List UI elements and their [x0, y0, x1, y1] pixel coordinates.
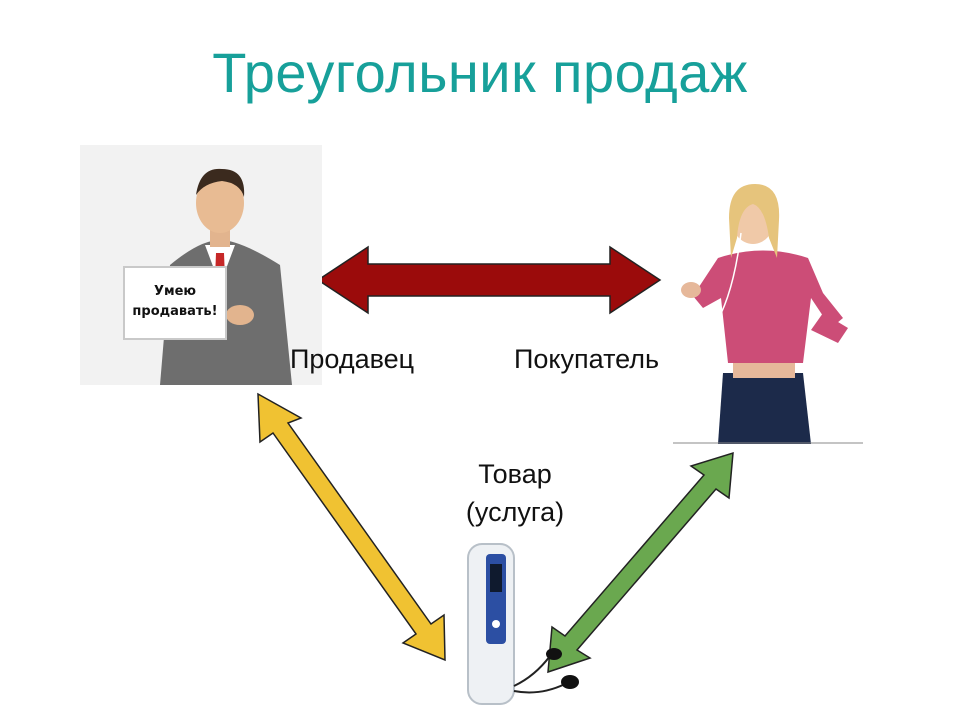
sign-line1: Умею [154, 284, 196, 299]
sign-line2: продавать! [132, 304, 217, 319]
product-label: Товар (услуга) [440, 455, 590, 531]
woman-icon [673, 184, 863, 444]
slide-title: Треугольник продаж [212, 41, 748, 104]
buyer-label: Покупатель [514, 344, 660, 374]
arrow-seller-buyer [316, 245, 662, 315]
arrow-seller-product [257, 392, 446, 662]
buyer-image [673, 178, 863, 444]
businessman-icon: Умею продавать! [123, 168, 292, 385]
product-label-line1: Товар [478, 459, 552, 489]
product-image [440, 536, 590, 712]
product-label-line2: (услуга) [465, 497, 565, 527]
seller-label: Продавец [290, 344, 415, 374]
arrow-buyer-product [547, 451, 734, 674]
mp3-player-icon [467, 543, 579, 705]
seller-image: Умею продавать! [80, 145, 322, 385]
